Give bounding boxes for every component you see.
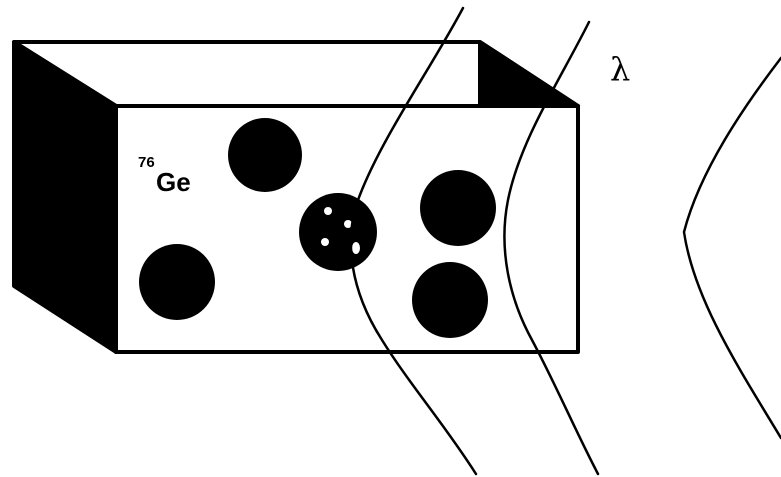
nucleon-dot	[352, 242, 360, 254]
nucleus-core	[299, 193, 377, 271]
atom-right-lower	[412, 262, 488, 338]
atom-bottom-left	[139, 244, 215, 320]
box-back-right-face	[480, 42, 578, 106]
nucleon-dot	[321, 238, 329, 246]
atom-right-upper	[420, 170, 496, 246]
wavefront-line-3	[684, 58, 781, 438]
isotope-symbol: Ge	[156, 167, 191, 197]
atom-top	[228, 118, 302, 192]
nucleon-dot	[324, 207, 332, 215]
wavelength-label: λ	[610, 50, 630, 88]
decaying-nucleus	[299, 193, 377, 271]
isotope-mass-number: 76	[138, 154, 155, 171]
